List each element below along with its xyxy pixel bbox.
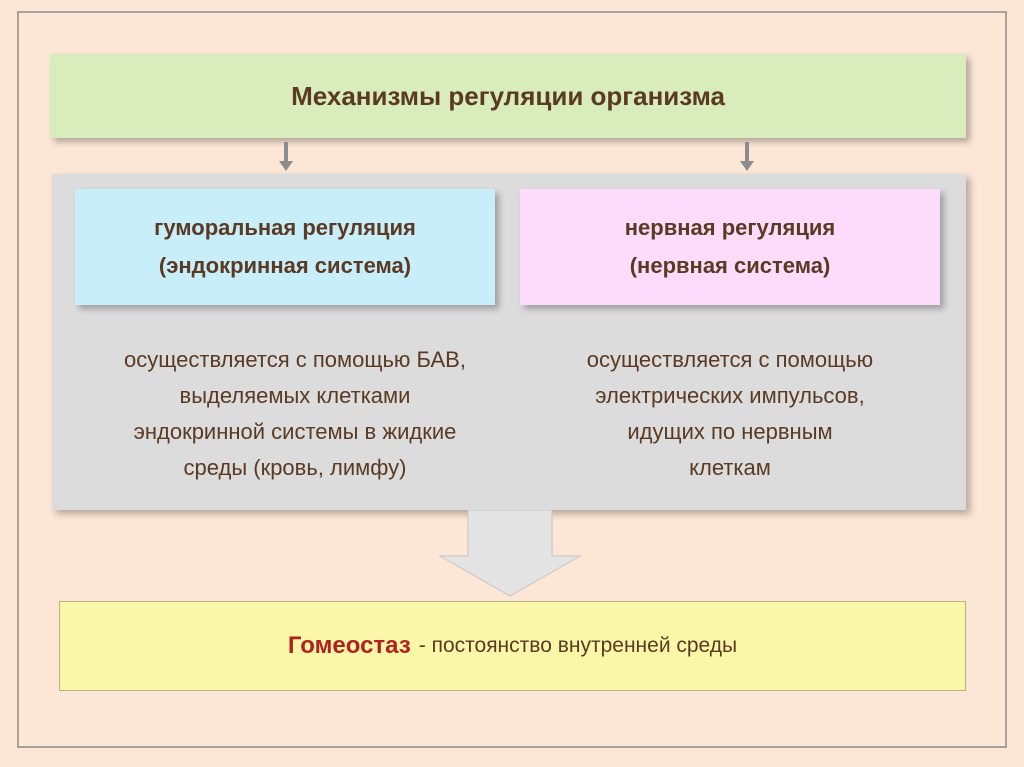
homeostasis-box: Гомеостаз - постоянство внутренней среды xyxy=(59,601,966,691)
humoral-regulation-box: гуморальная регуляция (эндокринная систе… xyxy=(75,189,495,305)
slide-frame xyxy=(17,11,1007,748)
nervous-description-line: осуществляется с помощью xyxy=(586,347,874,372)
title: Механизмы регуляции организма xyxy=(291,80,725,111)
humoral-description-line: выделяемых клетками xyxy=(179,383,411,408)
nervous-description-line: идущих по нервным xyxy=(627,419,833,444)
humoral-description: осуществляется с помощью БАВ, выделяемых… xyxy=(75,342,515,486)
nervous-regulation-box: нервная регуляция (нервная система) xyxy=(520,189,940,305)
arrow-down-right-icon xyxy=(740,142,754,171)
nervous-description: осуществляется с помощью электрических и… xyxy=(520,342,940,486)
nervous-description-line: клеткам xyxy=(689,455,771,480)
homeostasis-term: Гомеостаз xyxy=(287,632,411,659)
title-box: Механизмы регуляции организма xyxy=(50,54,966,138)
nervous-description-line: электрических импульсов, xyxy=(595,383,865,408)
humoral-subtitle: (эндокринная система) xyxy=(158,253,412,278)
humoral-description-line: осуществляется с помощью БАВ, xyxy=(124,347,466,372)
big-arrow-down-icon xyxy=(438,510,582,597)
humoral-description-line: среды (кровь, лимфу) xyxy=(183,455,407,480)
nervous-title: нервная регуляция xyxy=(624,215,836,240)
nervous-subtitle: (нервная система) xyxy=(629,253,831,278)
arrow-down-left-icon xyxy=(279,142,293,171)
humoral-description-line: эндокринной системы в жидкие xyxy=(133,419,457,444)
homeostasis-definition: - постоянство внутренней среды xyxy=(418,634,738,657)
humoral-title: гуморальная регуляция xyxy=(154,215,416,240)
